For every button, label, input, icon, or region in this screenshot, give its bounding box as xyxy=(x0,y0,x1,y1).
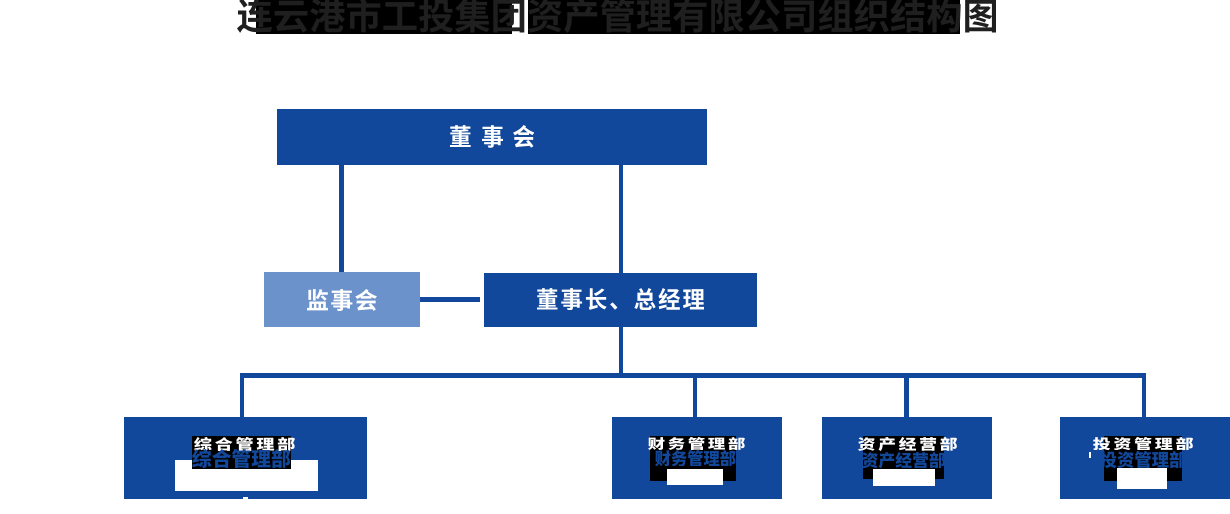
chairman-label: 董事长、总经理 xyxy=(536,287,704,310)
dept3-label-duplicate: 资产经营部 xyxy=(862,451,946,468)
connector-board-to-supervisors xyxy=(339,165,344,273)
connector-drop-dept-3 xyxy=(904,373,909,417)
dept1-label-duplicate-glyphs xyxy=(191,449,291,469)
supervisors-label: 监事会 xyxy=(307,288,377,311)
connector-drop-dept-1 xyxy=(239,373,245,417)
board-label-glyphs xyxy=(449,125,535,148)
page-title-glyphs xyxy=(236,0,996,34)
connector-chairman-to-rail xyxy=(618,326,623,378)
node-supervisory-board: 监事会 xyxy=(264,272,420,327)
dept3-label-glyphs xyxy=(857,437,957,451)
dept2-label-duplicate-glyphs xyxy=(655,449,736,467)
dept2-label-glyphs xyxy=(648,436,745,450)
node-dept-asset-operation: 资产经营部资产经营部 xyxy=(822,416,992,499)
dept3-white-patch xyxy=(873,468,935,486)
supervisors-label-glyphs xyxy=(307,288,377,311)
node-chairman-general-manager: 董事长、总经理 xyxy=(484,273,757,327)
connector-supervisors-chairman xyxy=(420,297,480,302)
chairman-label-glyphs xyxy=(536,287,704,310)
title-glyph-fallback-band-right xyxy=(528,0,960,34)
dept4-label-glyphs xyxy=(1092,437,1193,451)
node-dept-general-management: 综合管理部综合管理部 xyxy=(124,416,367,500)
dept4-label-duplicate: 投资管理部 xyxy=(1099,450,1186,468)
connector-drop-dept-2 xyxy=(692,373,698,417)
dept4-white-tick xyxy=(1088,451,1091,458)
node-dept-investment-management: 投资管理部投资管理部 xyxy=(1060,416,1230,499)
node-board-of-directors: 董 事 会 xyxy=(277,109,707,165)
dept4-label-duplicate-glyphs xyxy=(1099,450,1186,468)
board-label: 董 事 会 xyxy=(449,125,535,148)
dept2-label-duplicate: 财务管理部 xyxy=(655,449,736,467)
connector-board-to-chairman xyxy=(618,165,623,274)
dept4-label: 投资管理部 xyxy=(1092,437,1193,451)
connector-drop-dept-4 xyxy=(1141,373,1146,417)
page-title: 连云港市工投集团资产管理有限公司组织结构图 xyxy=(236,0,996,34)
dept3-label: 资产经营部 xyxy=(857,437,957,451)
dept2-label: 财务管理部 xyxy=(648,436,745,450)
dept3-label-duplicate-glyphs xyxy=(862,451,946,468)
dept4-white-patch xyxy=(1117,468,1167,489)
dept1-label-glyphs xyxy=(193,437,295,452)
dept2-white-patch xyxy=(667,469,723,485)
node-dept-finance-management: 财务管理部财务管理部 xyxy=(612,416,782,499)
dept1-white-dash xyxy=(243,497,248,500)
dept1-label: 综合管理部 xyxy=(193,437,295,452)
dept1-label-duplicate: 综合管理部 xyxy=(191,449,291,469)
